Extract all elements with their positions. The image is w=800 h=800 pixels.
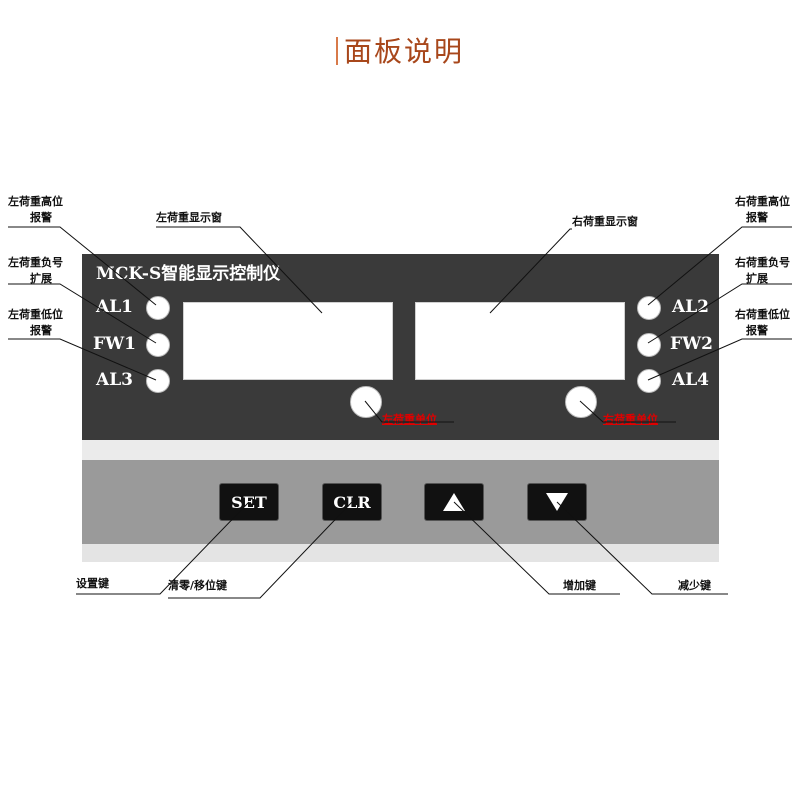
indicator-led-al4 (637, 369, 661, 393)
annotation-right-negative-expand: 右荷重负号 扩展 (735, 255, 790, 287)
keypad-panel (82, 460, 719, 544)
annotation-left-high-alarm: 左荷重高位 报警 (8, 194, 63, 226)
indicator-label-fw1: FW1 (93, 334, 136, 354)
page-title-text: 面板说明 (343, 35, 464, 68)
annotation-line: 左荷重高位 (8, 195, 63, 208)
annotation-line: 报警 (30, 324, 52, 337)
indicator-label-al1: AL1 (96, 297, 133, 317)
annotation-line: 报警 (746, 324, 768, 337)
panel-bottom-strip (82, 544, 719, 562)
annotation-line: 右荷重负号 (735, 256, 790, 269)
left-unit-led (350, 386, 382, 418)
annotation-left-negative-expand: 左荷重负号 扩展 (8, 255, 63, 287)
right-unit-led (565, 386, 597, 418)
indicator-label-al4: AL4 (672, 370, 709, 390)
left-unit-label: 左荷重单位 (382, 413, 437, 426)
up-button[interactable] (425, 484, 483, 520)
device-brand: MCK-S智能显示控制仪 (96, 264, 281, 284)
annotation-line: 扩展 (746, 272, 768, 285)
title-marker (335, 37, 338, 65)
annotation-line: 扩展 (30, 272, 52, 285)
annotation-down-key: 减少键 (678, 579, 711, 592)
annotation-line: 左荷重低位 (8, 308, 63, 321)
annotation-left-low-alarm: 左荷重低位 报警 (8, 307, 63, 339)
indicator-led-al2 (637, 296, 661, 320)
set-button[interactable]: SET (220, 484, 278, 520)
annotation-line: 右荷重低位 (735, 308, 790, 321)
clr-button[interactable]: CLR (323, 484, 381, 520)
indicator-led-al1 (146, 296, 170, 320)
down-button[interactable] (528, 484, 586, 520)
right-unit-label: 右荷重单位 (603, 413, 658, 426)
annotation-set-key: 设置键 (76, 577, 109, 590)
up-triangle-icon (443, 493, 465, 511)
annotation-right-display: 右荷重显示窗 (572, 215, 638, 228)
right-display-window (415, 302, 625, 380)
panel-divider (82, 440, 719, 460)
annotation-line: 左荷重负号 (8, 256, 63, 269)
annotation-line: 报警 (30, 211, 52, 224)
annotation-right-low-alarm: 右荷重低位 报警 (735, 307, 790, 339)
annotation-line: 右荷重高位 (735, 195, 790, 208)
down-triangle-icon (546, 493, 568, 511)
annotation-right-high-alarm: 右荷重高位 报警 (735, 194, 790, 226)
annotation-line: 报警 (746, 211, 768, 224)
indicator-led-fw2 (637, 333, 661, 357)
annotation-clr-key: 清零/移位键 (168, 579, 228, 592)
indicator-led-al3 (146, 369, 170, 393)
left-display-window (183, 302, 393, 380)
indicator-label-al3: AL3 (96, 370, 133, 390)
page-title: 面板说明 (0, 30, 800, 70)
annotation-up-key: 增加键 (563, 579, 596, 592)
indicator-led-fw1 (146, 333, 170, 357)
indicator-label-al2: AL2 (672, 297, 709, 317)
indicator-label-fw2: FW2 (670, 334, 713, 354)
annotation-left-display: 左荷重显示窗 (156, 211, 222, 224)
